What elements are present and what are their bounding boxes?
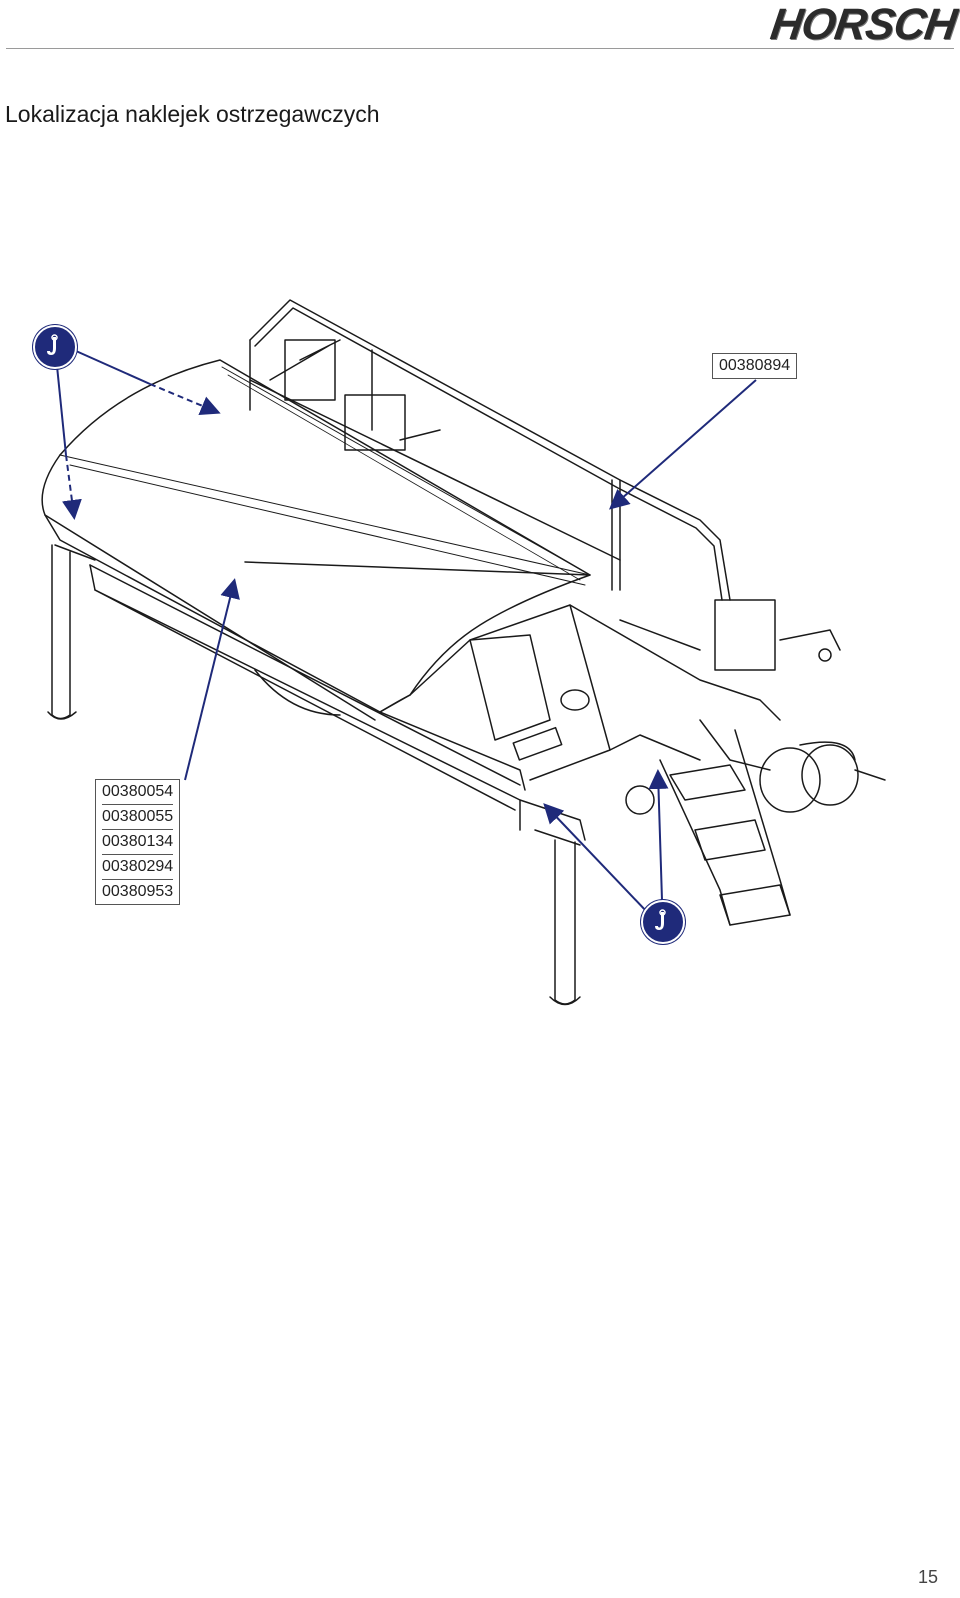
hook-badge-top (33, 325, 77, 369)
leader-line-hook-left-dashed (62, 454, 82, 520)
page-number: 15 (917, 1567, 938, 1587)
machine-outline (41, 299, 886, 1006)
part-number: 00380055 (102, 805, 174, 830)
page-title: Lokalizacja naklejek ostrzegawczych (5, 101, 380, 127)
part-number: 00380134 (102, 830, 174, 855)
header-divider (6, 48, 954, 49)
crane-hook-icon (47, 334, 58, 355)
leader-line-hook-bottom-2 (648, 769, 669, 901)
leader-lines (56, 350, 757, 914)
leader-line-00380894 (609, 379, 757, 510)
leader-line-label-list (184, 578, 240, 781)
part-number: 00380294 (102, 855, 174, 880)
leader-line-hook-bottom-1 (543, 803, 649, 914)
part-label-top-right: 00380894 (712, 353, 798, 379)
leader-line-hook-left-solid (56, 365, 67, 456)
part-number: 00380894 (719, 357, 791, 374)
leader-line-hook-top-solid (75, 350, 151, 385)
part-label-list: 00380054 00380055 00380134 00380294 0038… (95, 779, 181, 905)
hook-badge-bottom (641, 900, 685, 944)
crane-hook-icon (655, 909, 666, 930)
leader-line-hook-top-dashed (149, 383, 221, 416)
part-number: 00380953 (102, 883, 174, 900)
part-number: 00380054 (102, 780, 174, 805)
